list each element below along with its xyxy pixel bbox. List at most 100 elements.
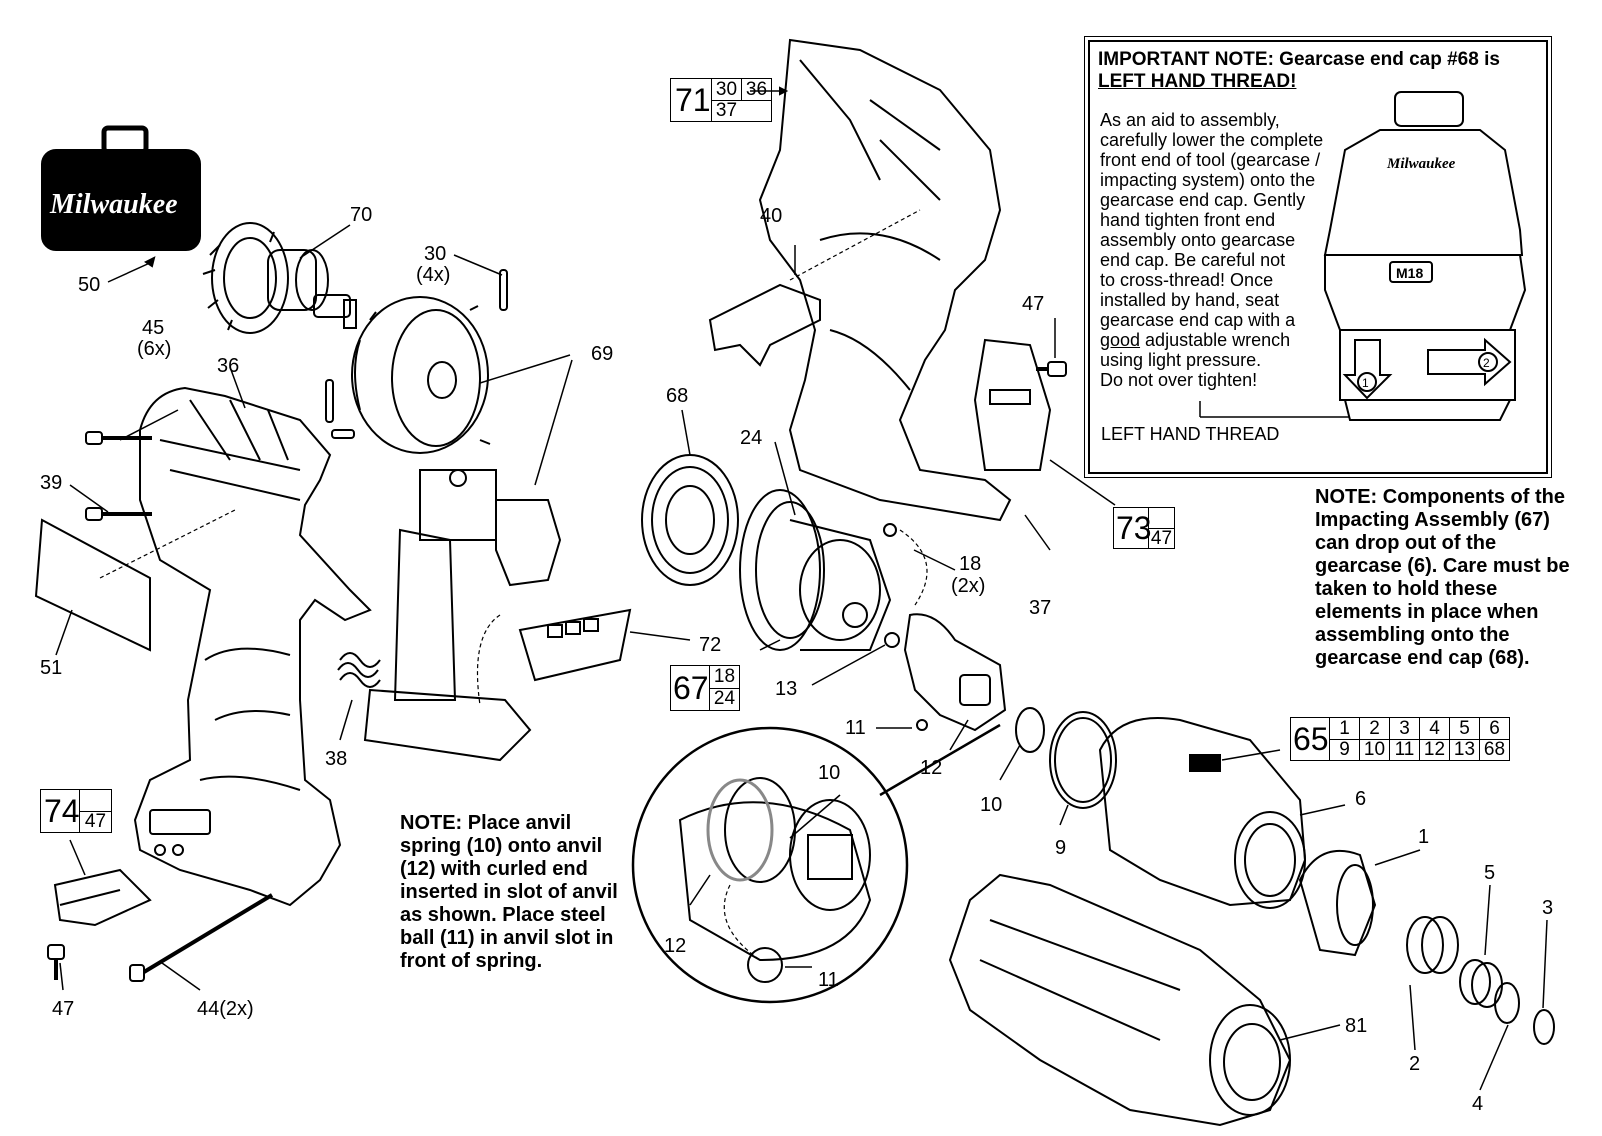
ref-71-main: 71 xyxy=(675,82,711,118)
battery-latch-small xyxy=(47,839,274,991)
impact-assembly xyxy=(739,441,892,651)
part-label-2: 2 xyxy=(1409,1053,1421,1075)
left-housing xyxy=(69,366,372,907)
ref-65-cell: 2 xyxy=(1369,718,1380,739)
part-label-70: 70 xyxy=(350,204,373,226)
pins xyxy=(325,254,508,439)
ref-65-cell: 68 xyxy=(1483,739,1506,760)
battery-plate xyxy=(973,338,1116,506)
ref-65-cell: 11 xyxy=(1394,739,1415,760)
ref-box-74: 74 47 xyxy=(40,789,112,833)
screw-47 xyxy=(1036,318,1067,377)
ref-65-cell: 6 xyxy=(1489,718,1500,739)
part-label-50: 50 xyxy=(78,274,101,296)
part-label-9: 9 xyxy=(1055,837,1067,859)
part-label-37: 37 xyxy=(1029,597,1052,619)
part-label-40: 40 xyxy=(760,205,783,227)
battery-latch xyxy=(708,209,921,367)
note-title-emphasis: LEFT HAND THREAD! xyxy=(1098,71,1297,92)
note-line: As an aid to assembly, xyxy=(1100,110,1280,130)
note-line: using light pressure. xyxy=(1100,350,1262,370)
stator-assembly xyxy=(351,296,573,486)
ref-74-main: 74 xyxy=(44,793,80,829)
detail-label-11: 11 xyxy=(818,969,839,991)
part-label-12: 12 xyxy=(920,757,943,779)
part-label-45: 45 xyxy=(142,317,165,339)
part-label-36: 36 xyxy=(217,355,240,377)
part-label-72: 72 xyxy=(699,634,722,656)
ref-71-cell: 36 xyxy=(745,79,768,100)
m18-badge-text: M18 xyxy=(1396,265,1423,281)
note-line: Do not over tighten! xyxy=(1100,370,1258,390)
gearcase-end-cap xyxy=(641,409,739,586)
ref-65-cell: 5 xyxy=(1459,718,1470,739)
part-label-3: 3 xyxy=(1542,897,1554,919)
components-note: NOTE: Components of the Impacting Assemb… xyxy=(1315,486,1585,670)
part-label-5: 5 xyxy=(1484,862,1496,884)
screws xyxy=(85,431,152,521)
ref-box-65: 65 1 2 3 4 5 6 9 10 11 12 13 68 xyxy=(1290,717,1510,761)
anvil xyxy=(876,613,1007,751)
housing-logo-text: Milwaukee xyxy=(1386,156,1456,172)
part-label-68: 68 xyxy=(666,385,689,407)
spring xyxy=(337,652,381,741)
gearcase xyxy=(1098,717,1346,909)
ref-65-cell: 4 xyxy=(1429,718,1440,739)
part-label-30-qty: (4x) xyxy=(416,264,451,286)
part-label-47-bottom: 47 xyxy=(52,998,75,1020)
part-label-18: 18 xyxy=(959,553,982,575)
part-label-18-qty: (2x) xyxy=(951,575,986,597)
part-label-51: 51 xyxy=(40,657,63,679)
important-note-box xyxy=(1084,36,1552,478)
ref-73-sub: 47 xyxy=(1150,528,1173,549)
anvil-note: NOTE: Place anvil spring (10) onto anvil… xyxy=(400,812,630,973)
part-label-45-qty: (6x) xyxy=(137,338,172,360)
ref-box-71: 71 30 36 37 xyxy=(670,78,772,122)
detail-label-10: 10 xyxy=(818,762,841,784)
trigger-switch xyxy=(363,469,691,762)
ref-71-cell: 30 xyxy=(715,79,738,100)
ref-65-cell: 9 xyxy=(1339,739,1350,760)
note-line: installed by hand, seat xyxy=(1100,290,1280,310)
ref-73-main: 73 xyxy=(1116,510,1152,546)
components-note-lead: NOTE: xyxy=(1315,486,1378,508)
ref-box-67: 67 18 24 xyxy=(670,665,740,711)
part-label-10: 10 xyxy=(980,794,1003,816)
ref-67-top: 18 xyxy=(713,666,736,687)
part-label-47-top: 47 xyxy=(1022,293,1045,315)
part-label-6: 6 xyxy=(1355,788,1367,810)
note-line: impacting system) onto the xyxy=(1100,170,1316,190)
ref-65-cell: 3 xyxy=(1399,718,1410,739)
motor-fan xyxy=(202,222,357,334)
part-label-4: 4 xyxy=(1472,1093,1484,1115)
ref-74-sub: 47 xyxy=(84,811,107,832)
part-label-81: 81 xyxy=(1345,1015,1368,1037)
ref-65-cell: 13 xyxy=(1453,739,1476,760)
part-label-30: 30 xyxy=(424,243,447,265)
ref-65-cell: 10 xyxy=(1363,739,1386,760)
detail-label-12: 12 xyxy=(664,935,687,957)
part-label-44: 44(2x) xyxy=(197,998,254,1020)
tool-case-icon xyxy=(41,125,201,283)
ref-65-cell: 12 xyxy=(1423,739,1446,760)
arrow-2-text: 2 xyxy=(1483,356,1490,370)
part-label-38: 38 xyxy=(325,748,348,770)
note-title-line: IMPORTANT NOTE: Gearcase end cap #68 is xyxy=(1098,49,1500,70)
arrow-1-text: 1 xyxy=(1362,376,1369,390)
right-housing xyxy=(750,38,1051,551)
anvil-detail-circle xyxy=(631,723,1001,1004)
nose-parts xyxy=(1298,849,1555,1091)
protective-boot xyxy=(948,873,1341,1127)
note-line: gearcase end cap with a xyxy=(1100,310,1296,330)
important-note-title: IMPORTANT NOTE: Gearcase end cap #68 is … xyxy=(1098,49,1538,93)
case-logo-text: Milwaukee xyxy=(49,189,178,220)
left-hand-thread-label: LEFT HAND THREAD xyxy=(1101,424,1280,444)
ref-67-bottom: 24 xyxy=(713,688,736,709)
part-label-1: 1 xyxy=(1418,826,1430,848)
ref-67-main: 67 xyxy=(673,670,709,706)
important-note-body: As an aid to assembly, carefully lower t… xyxy=(1100,110,1360,390)
part-label-11: 11 xyxy=(845,717,866,739)
components-note-text: Components of the Impacting Assembly (67… xyxy=(1315,486,1570,669)
note-line: hand tighten front end xyxy=(1100,210,1276,230)
